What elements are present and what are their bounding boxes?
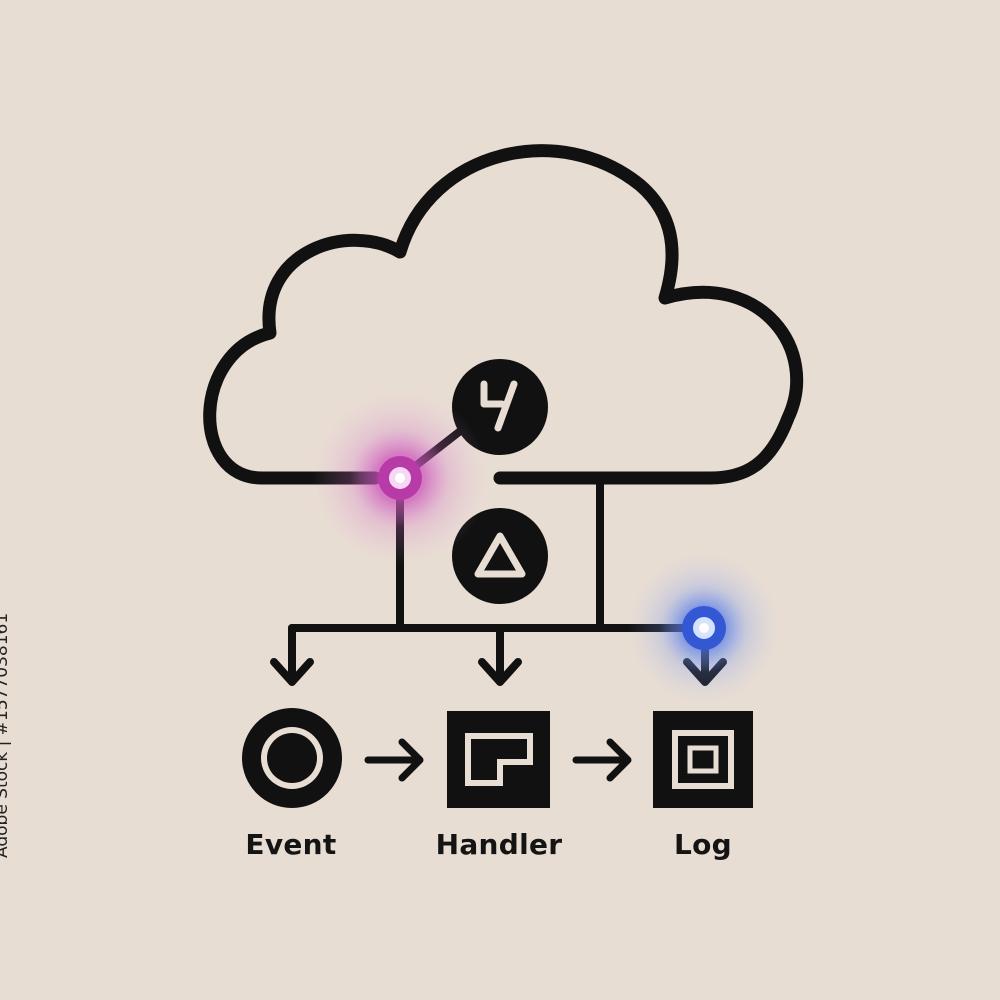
event-label: Event xyxy=(245,828,337,861)
handler-icon xyxy=(447,711,550,808)
event-node xyxy=(242,708,342,808)
stock-id-watermark: Adobe Stock | #1577038161 xyxy=(0,612,12,858)
lambda-icon xyxy=(452,359,548,455)
log-icon xyxy=(653,711,753,808)
arrow-icon xyxy=(478,624,522,686)
arrow-icon xyxy=(364,738,424,782)
cloud-icon xyxy=(203,144,804,485)
glow-node-magenta xyxy=(312,390,488,566)
handler-label: Handler xyxy=(435,828,563,861)
arrow-icon xyxy=(572,738,632,782)
log-label: Log xyxy=(673,828,733,861)
glow-node-blue xyxy=(628,552,780,704)
arrow-icon xyxy=(270,624,314,686)
triangle-icon xyxy=(452,508,548,604)
